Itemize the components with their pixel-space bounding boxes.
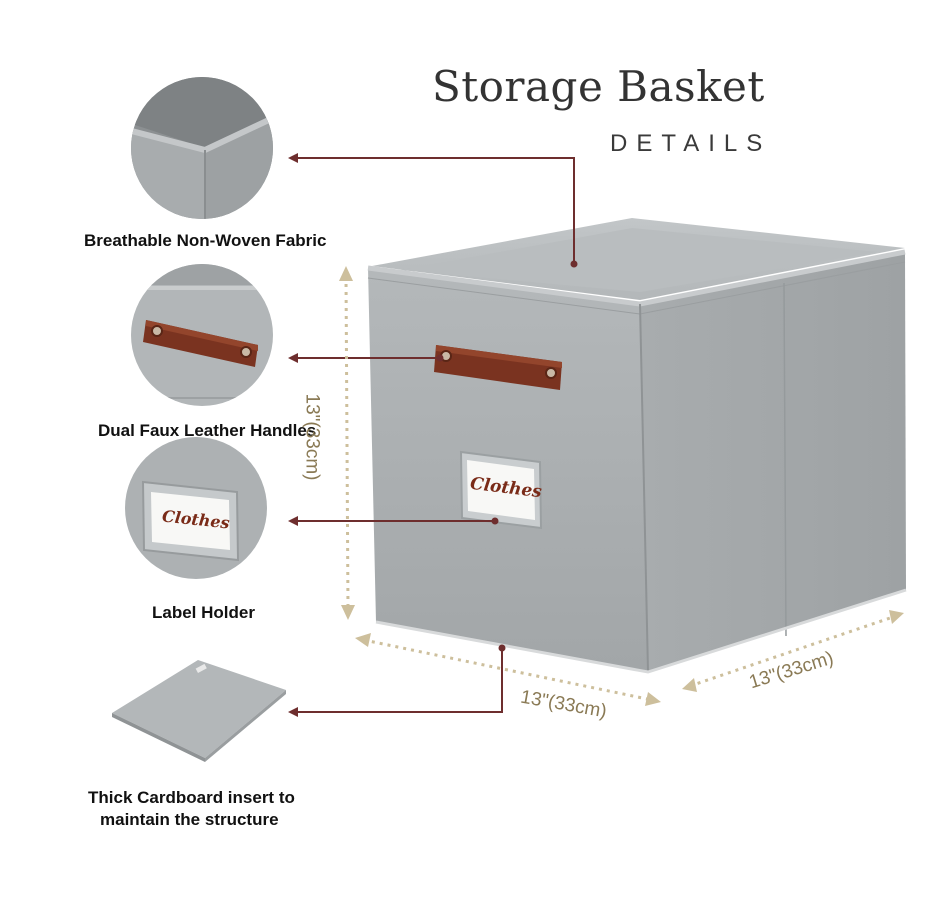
dimension-lines [344,275,897,702]
leader-lines [292,157,575,713]
feature-label-fabric: Breathable Non-Woven Fabric [84,231,327,250]
fabric-detail-circle [131,77,273,219]
feature-label-cardboard-line1: Thick Cardboard insert to [88,788,295,807]
leader-markers [288,153,578,717]
handle-detail-circle [131,264,273,406]
dimension-arrowheads [339,266,904,706]
feature-label-cardboard-line2: maintain the structure [100,810,279,829]
label-holder [459,450,543,530]
dimension-label-height: 13"(33cm) [301,393,323,481]
feature-label-handles: Dual Faux Leather Handles [98,421,317,440]
label-detail-circle [125,437,267,579]
page-subtitle: DETAILS [610,130,772,157]
cardboard-insert [112,660,286,762]
leather-handle [434,345,562,390]
page-title: Storage Basket [432,62,765,111]
feature-label-label-holder: Label Holder [152,603,255,622]
storage-basket [367,218,907,674]
